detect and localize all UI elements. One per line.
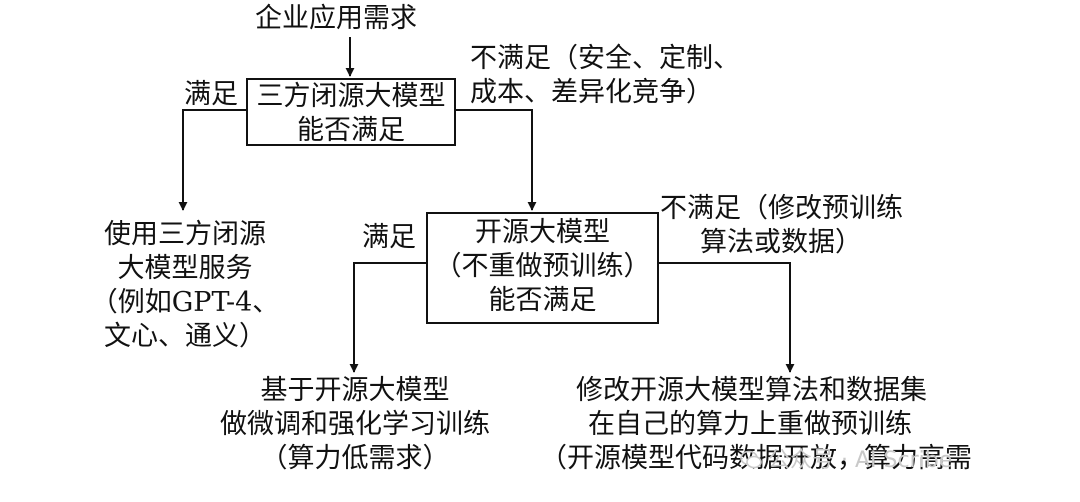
- decision2-yes-label: 满足: [362, 222, 416, 253]
- outcome-pretrain-line2: 在自己的算力上重做预训练: [588, 409, 912, 440]
- outcome-closed-line1: 使用三方闭源: [104, 219, 266, 250]
- decision1-line1: 三方闭源大模型: [256, 81, 446, 112]
- decision2-no-line2: 算法或数据）: [700, 227, 862, 258]
- decision2-line1: 开源大模型: [475, 217, 610, 248]
- watermark: 公众号 · AI Scribe: [740, 442, 952, 474]
- decision2-no-line1: 不满足（修改预训练: [660, 193, 903, 224]
- start-node: 企业应用需求: [255, 3, 417, 34]
- decision2-line3: 能否满足: [488, 285, 597, 316]
- outcome-finetune-line1: 基于开源大模型: [260, 375, 450, 406]
- arrow-decision1-yes: [178, 109, 246, 211]
- outcome-closed-source: 使用三方闭源 大模型服务 （例如GPT-4、 文心、通义）: [70, 218, 300, 354]
- outcome-finetune-line2: 做微调和强化学习训练: [220, 409, 490, 440]
- outcome-finetune: 基于开源大模型 做微调和强化学习训练 （算力低需求）: [190, 374, 520, 476]
- wechat-icon: [740, 449, 762, 471]
- decision1-box: 三方闭源大模型 能否满足: [246, 78, 456, 146]
- decision1-yes-label: 满足: [184, 79, 238, 110]
- decision2-box: 开源大模型 （不重做预训练） 能否满足: [426, 212, 659, 324]
- arrow-decision2-no: [658, 262, 795, 373]
- decision2-no-label: 不满足（修改预训练 算法或数据）: [660, 192, 903, 260]
- outcome-closed-line3: （例如GPT-4、: [90, 287, 280, 318]
- decision1-no-line2: 成本、差异化竞争）: [470, 77, 713, 108]
- outcome-finetune-line3: （算力低需求）: [260, 443, 450, 474]
- watermark-text: 公众号 · AI Scribe: [768, 448, 953, 473]
- decision1-line2: 能否满足: [297, 115, 405, 146]
- arrow-decision1-no: [455, 109, 537, 211]
- decision2-line2: （不重做预训练）: [434, 251, 651, 282]
- decision1-no-line1: 不满足（安全、定制、: [470, 43, 740, 74]
- outcome-closed-line4: 文心、通义）: [104, 321, 266, 352]
- arrow-decision2-yes: [349, 262, 426, 373]
- outcome-pretrain-line1: 修改开源大模型算法和数据集: [576, 375, 927, 406]
- decision1-no-label: 不满足（安全、定制、 成本、差异化竞争）: [470, 42, 740, 110]
- outcome-closed-line2: 大模型服务: [117, 253, 253, 284]
